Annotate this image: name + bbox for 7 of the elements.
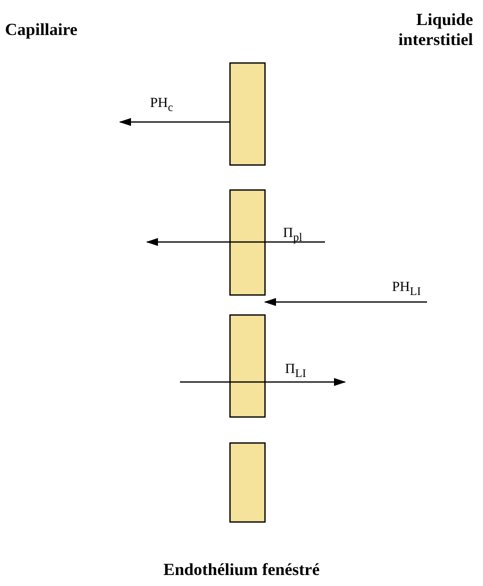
force-label: PH$_{LI}$ [392, 280, 421, 298]
force-label: Π$_{LI}$ [285, 362, 306, 380]
force-label: Π$_{pl}$ [283, 226, 302, 244]
structure-label: Endothélium fenéstré [163, 560, 320, 580]
force-label: PH$_{c}$ [150, 96, 174, 114]
region-label: Capillaire [5, 20, 78, 40]
region-label: Liquide interstitiel [397, 10, 473, 50]
